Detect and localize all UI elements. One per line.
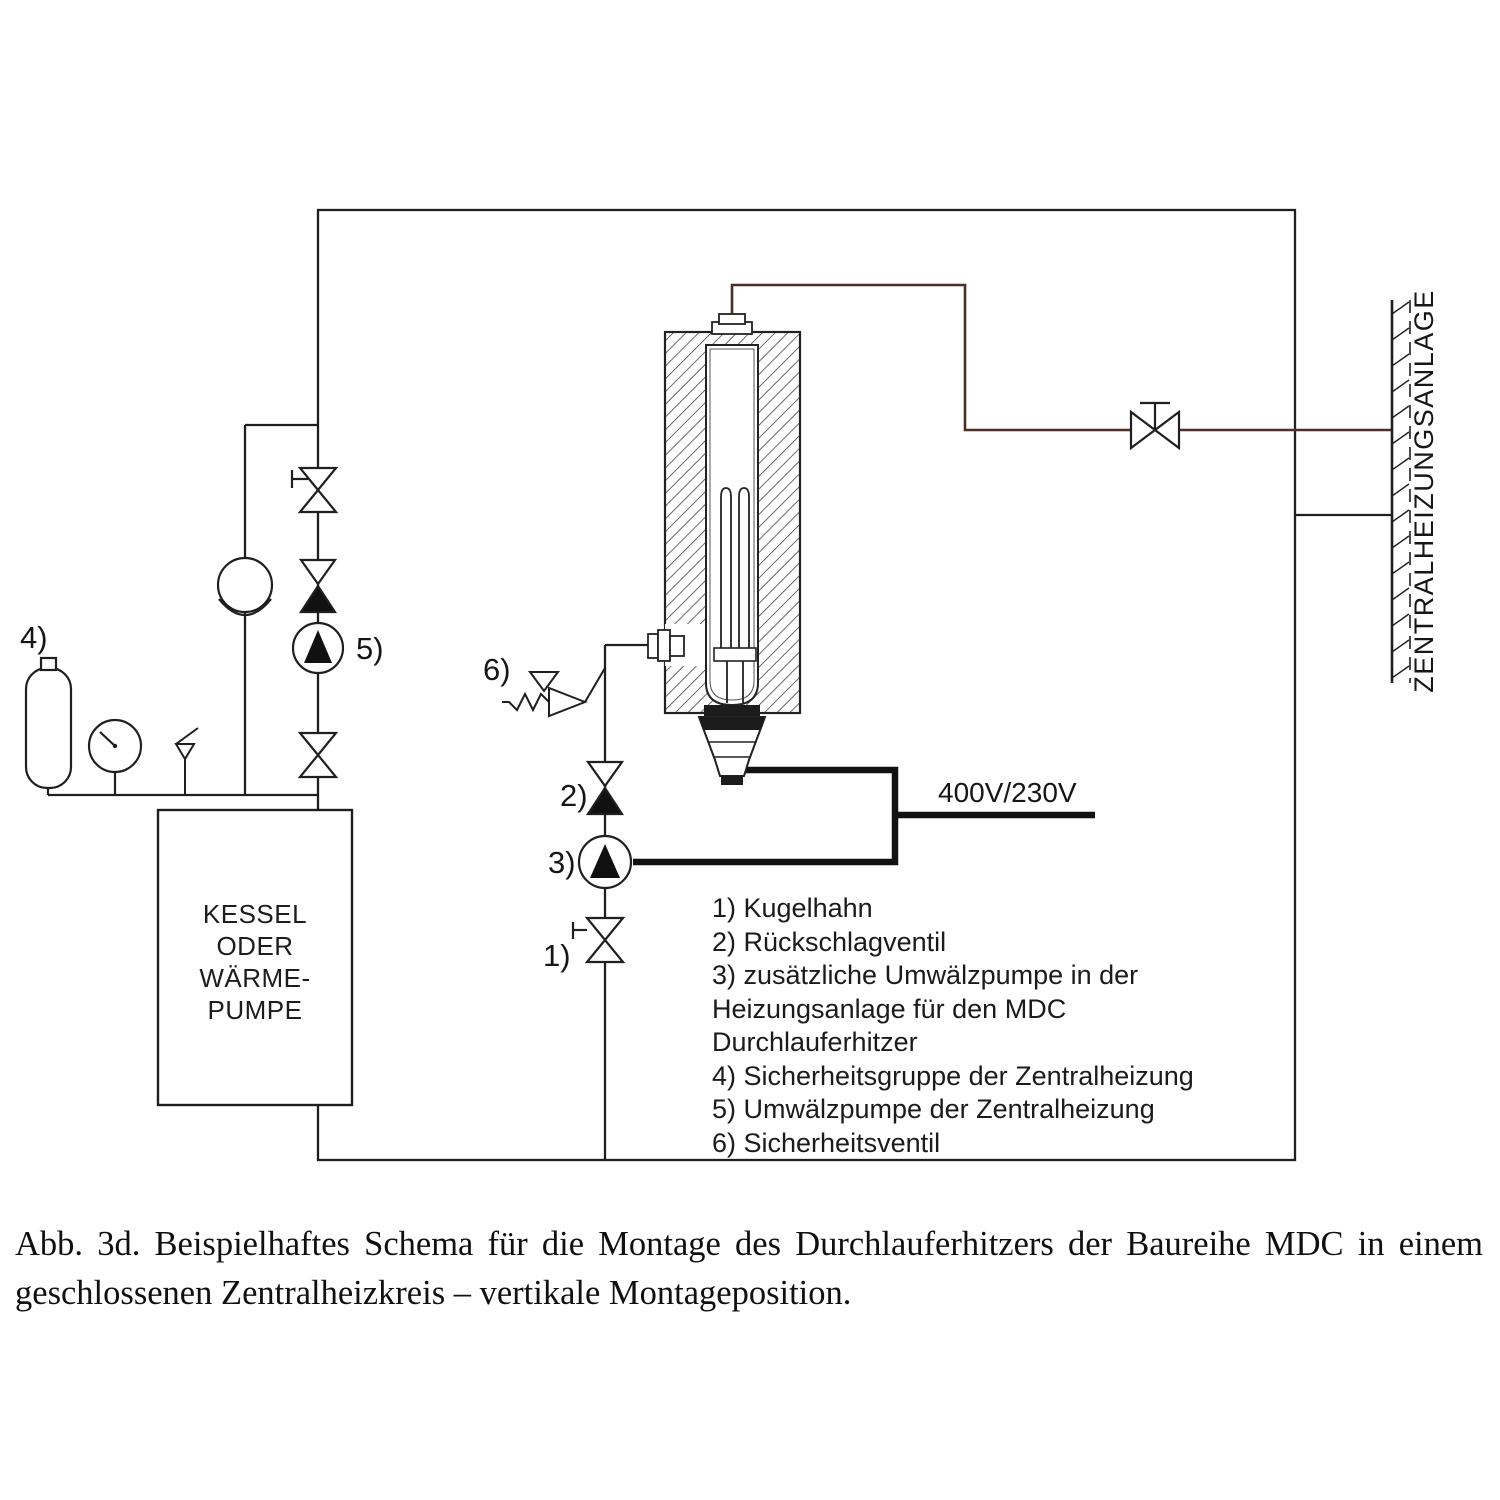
wall-zentralheizung bbox=[1390, 300, 1411, 683]
group-safety-valve bbox=[174, 727, 199, 795]
figure-caption: Abb. 3d. Beispielhaftes Schema für die M… bbox=[15, 1225, 1483, 1312]
marker-3: 3) bbox=[548, 845, 576, 880]
wall-hatch-marks bbox=[1391, 301, 1410, 679]
boiler-label-line: PUMPE bbox=[207, 995, 303, 1025]
boiler-label-line: ODER bbox=[216, 931, 294, 961]
legend-item-2: 2) Rückschlagventil bbox=[712, 926, 947, 957]
power-lines bbox=[633, 766, 1095, 866]
expansion-vessel bbox=[24, 656, 73, 795]
heater-bottom-cone bbox=[697, 705, 767, 785]
heater-side-port bbox=[647, 629, 685, 662]
legend-item-3: 3) zusätzliche Umwälzpumpe in der Heizun… bbox=[712, 960, 1139, 1057]
marker-4: 4) bbox=[20, 620, 48, 655]
valve-branch-top bbox=[290, 466, 339, 514]
legend-item-5: 5) Umwälzpumpe der Zentralheizung bbox=[712, 1094, 1155, 1124]
marker-6: 6) bbox=[483, 652, 511, 687]
pump-5 bbox=[291, 621, 345, 675]
outer-circuit-loop bbox=[316, 208, 1297, 1162]
marker-2: 2) bbox=[560, 778, 588, 813]
boiler-label-line: WÄRME- bbox=[199, 963, 311, 993]
heater-mdc bbox=[647, 313, 802, 785]
valve-1-kugelhahn bbox=[571, 916, 626, 964]
valve-branch-bottom bbox=[297, 731, 339, 779]
marker-1: 1) bbox=[543, 938, 571, 973]
legend-item-6: 6) Sicherheitsventil bbox=[712, 1127, 941, 1158]
safety-valve-6 bbox=[502, 667, 606, 718]
wall-label: ZENTRALHEIZUNGSANLAGE bbox=[1409, 289, 1439, 693]
check-valve-branch bbox=[298, 558, 338, 614]
legend-item-4: 4) Sicherheitsgruppe der Zentralheizung bbox=[712, 1060, 1194, 1091]
heating-element bbox=[713, 487, 757, 703]
supply-pipe-to-wall bbox=[730, 283, 1392, 432]
boiler-label: KESSEL ODER WÄRME- PUMPE bbox=[158, 898, 352, 1026]
valve-wall-supply bbox=[1129, 401, 1181, 451]
boiler-box bbox=[156, 808, 354, 1107]
pressure-gauge bbox=[87, 718, 143, 795]
heater-top-fitting bbox=[711, 313, 753, 335]
boiler-label-line: KESSEL bbox=[202, 899, 308, 929]
pump-3 bbox=[577, 834, 633, 890]
legend-item-1: 1) Kugelhahn bbox=[712, 893, 873, 923]
branch-sensor-circle bbox=[216, 556, 274, 616]
heater-to-pump-cable bbox=[633, 766, 899, 866]
power-label: 400V/230V bbox=[938, 777, 1077, 808]
legend: 1) Kugelhahn 2) Rückschlagventil 3) zusä… bbox=[712, 892, 1277, 1160]
check-valve-2 bbox=[585, 760, 625, 816]
marker-5: 5) bbox=[356, 631, 384, 666]
main-circuit-pipes bbox=[48, 208, 1392, 1162]
